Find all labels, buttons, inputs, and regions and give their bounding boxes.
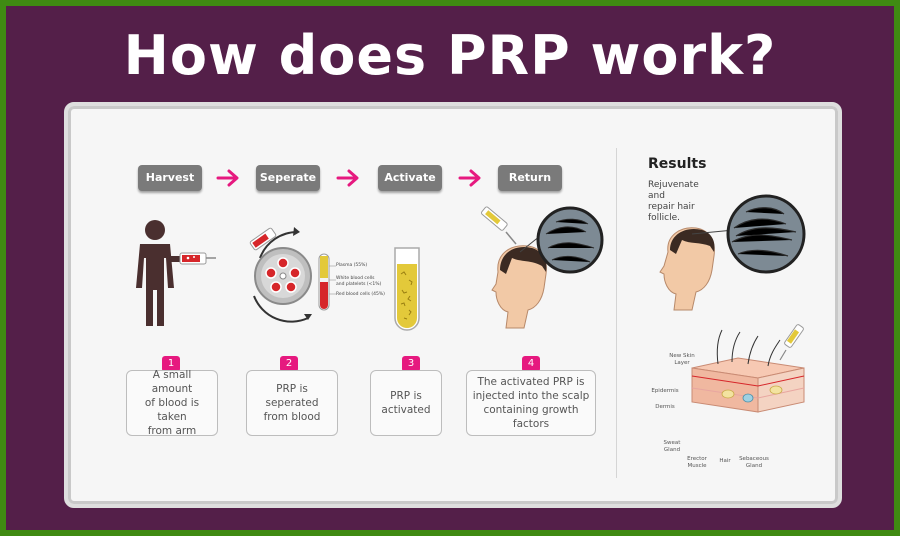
results-subtitle: Rejuvenate and repair hair follicle. [648,180,699,223]
skin-label-dermis: Dermis [655,404,675,410]
skin-label-erector-muscle: Erector Muscle [687,456,707,469]
section-divider [616,148,617,478]
results-title: Results [648,156,707,172]
skin-label-sweat-gland: Sweat Gland [663,440,681,453]
skin-cross-section-illustration [691,324,805,413]
step-description: PRP is seperated from blood [246,370,338,436]
step-number-badge: 3 [402,356,420,372]
step-description: The activated PRP is injected into the s… [466,370,596,436]
results-head-illustration [659,194,806,311]
skin-label-sebaceous-gland: Sebaceous Gland [739,456,769,469]
step-button-return[interactable]: Return [498,165,562,191]
step-number-badge: 1 [162,356,180,372]
step-button-activate[interactable]: Activate [378,165,442,191]
step-button-seperate[interactable]: Seperate [256,165,320,191]
arrow-right-icon [216,169,239,187]
outer-frame: How does PRP work? Harvest Seperate Acti… [6,6,894,530]
arrow-right-icon [458,169,481,187]
infographic-panel: Harvest Seperate Activate Return [64,102,842,508]
arrow-right-icon [336,169,359,187]
skin-label-hair: Hair [719,458,731,464]
tube-label-red-cells: Red blood cells (45%) [336,292,385,297]
step-button-harvest[interactable]: Harvest [138,165,202,191]
activated-tube-illustration [394,247,420,331]
page-title: How does PRP work? [123,24,777,87]
skin-label-new-layer: New Skin Layer [669,353,695,366]
skin-label-epidermis: Epidermis [651,388,679,394]
step-description: PRP is activated [370,370,442,436]
step-description: A small amount of blood is taken from ar… [126,369,218,437]
step-number-badge: 4 [522,356,540,372]
tube-label-plasma: Plasma (55%) [336,263,368,268]
centrifuge-illustration [249,227,336,323]
tube-label-white-cells: White blood cells and platelets (<1%) [336,276,382,287]
person-blood-draw-illustration [136,220,216,326]
scalp-injection-illustration [481,206,604,329]
step-number-badge: 2 [280,356,298,372]
